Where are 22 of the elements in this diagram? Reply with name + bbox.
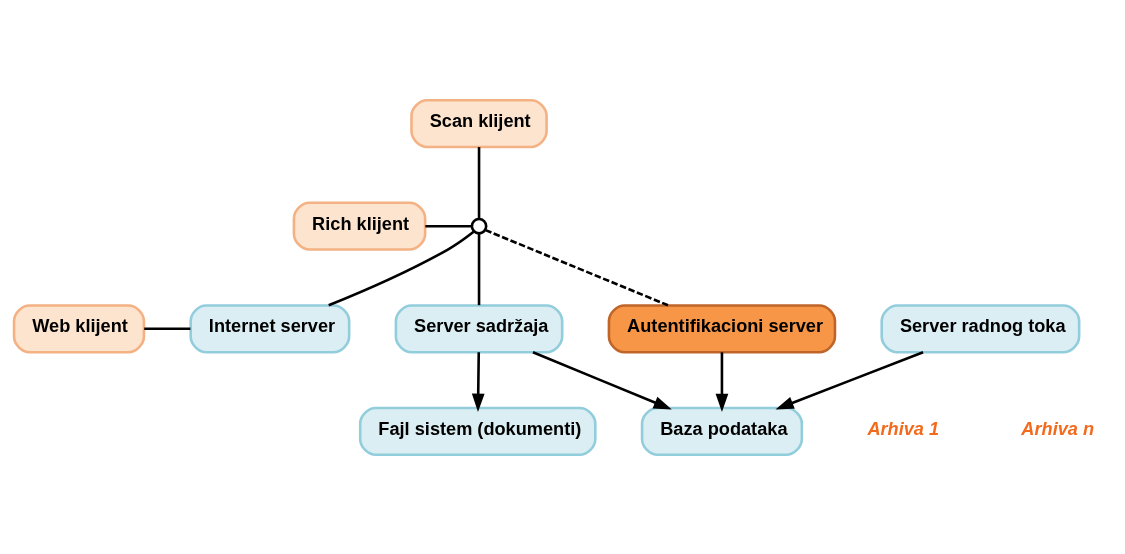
arrow	[775, 350, 924, 409]
label: Arhiva n	[1021, 418, 1095, 439]
node-box: Server sadržaja	[394, 303, 564, 353]
arrow	[715, 351, 729, 412]
connector	[477, 146, 481, 219]
node-box: Server radnog toka	[880, 303, 1081, 353]
node-box: Autentifikacioni server	[607, 303, 837, 353]
arrow	[471, 351, 485, 412]
node-switch	[470, 217, 488, 235]
node-box: Fajl sistem (dokumenti)	[358, 406, 597, 456]
node-box: Baza podataka	[640, 406, 804, 456]
connector	[477, 232, 481, 305]
connector	[425, 224, 472, 227]
node-box: Scan klijent	[410, 98, 548, 148]
node-box: Internet server	[189, 303, 351, 353]
connector	[485, 228, 669, 306]
connector	[328, 230, 475, 306]
node-box: Web klijent	[12, 303, 146, 353]
arrow	[532, 350, 672, 409]
connector	[144, 327, 191, 330]
label: Arhiva 1	[867, 418, 940, 439]
node-box: Rich klijent	[292, 201, 427, 251]
